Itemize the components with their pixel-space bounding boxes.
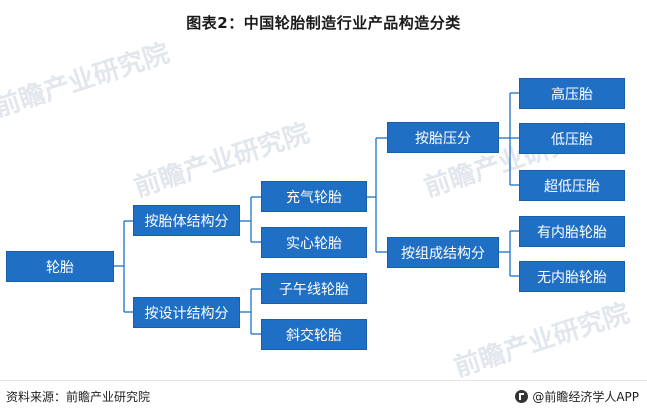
brand-text: @前瞻经济学人APP: [532, 390, 639, 404]
node-solid-tire: 实心轮胎: [261, 227, 367, 258]
node-by-pressure: 按胎压分: [387, 122, 499, 153]
brand-credit: @前瞻经济学人APP: [515, 388, 639, 405]
node-ultra-low-pressure: 超低压胎: [519, 170, 625, 201]
node-bias-tire: 斜交轮胎: [261, 319, 367, 350]
node-root-tire: 轮胎: [6, 251, 114, 282]
node-by-structure: 按胎体结构分: [133, 205, 240, 236]
node-inflated-tire: 充气轮胎: [261, 181, 367, 212]
brand-logo-icon: [515, 390, 529, 403]
footer-divider: [0, 380, 647, 381]
node-by-design: 按设计结构分: [133, 297, 240, 328]
node-tube-type: 有内胎轮胎: [519, 216, 625, 247]
node-tubeless: 无内胎轮胎: [519, 261, 625, 292]
node-low-pressure: 低压胎: [519, 123, 625, 154]
node-by-composition: 按组成结构分: [387, 237, 499, 268]
node-high-pressure: 高压胎: [519, 78, 625, 109]
node-radial-tire: 子午线轮胎: [261, 273, 367, 304]
source-note: 资料来源：前瞻产业研究院: [6, 390, 151, 404]
chart-title: 图表2：中国轮胎制造行业产品构造分类: [186, 14, 461, 32]
